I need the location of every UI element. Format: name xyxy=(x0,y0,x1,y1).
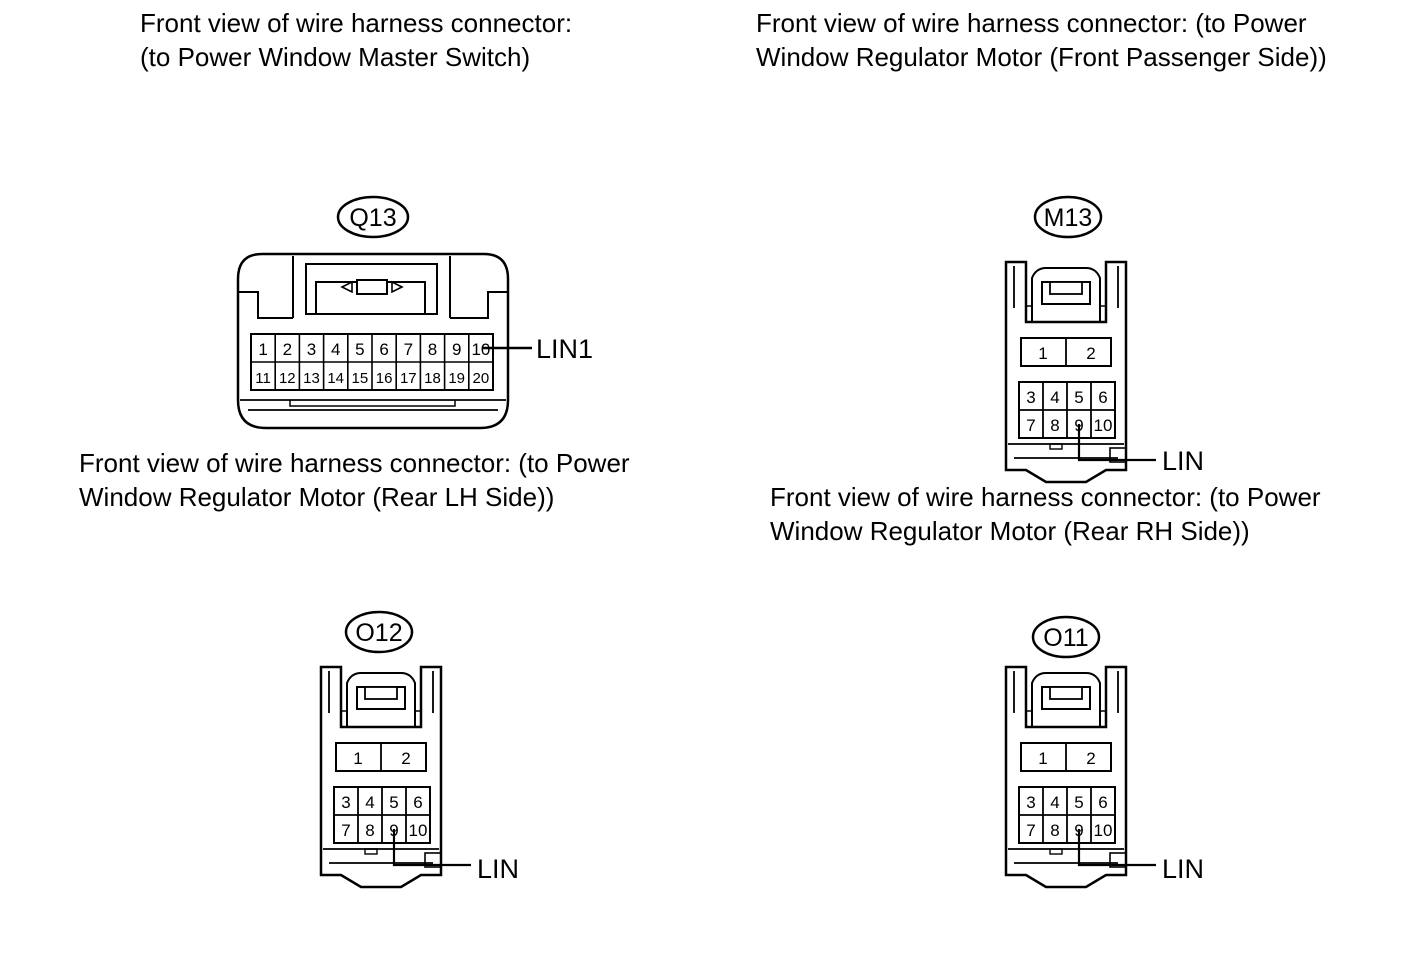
pin-label: 17 xyxy=(400,370,417,387)
pin-label: 5 xyxy=(355,340,364,359)
pin-label: 3 xyxy=(341,793,350,812)
terminal-label: LIN xyxy=(477,854,519,884)
pin-label: 8 xyxy=(1050,416,1059,435)
pin-label: 5 xyxy=(1074,793,1083,812)
terminal-label: LIN xyxy=(1162,854,1204,884)
pin-label: 8 xyxy=(365,821,374,840)
caption-o12: Front view of wire harness connector: (t… xyxy=(79,446,630,514)
pin-label: 2 xyxy=(283,340,292,359)
pin-label: 7 xyxy=(404,340,413,359)
pin-label: 6 xyxy=(413,793,422,812)
terminal-label: LIN1 xyxy=(536,334,593,364)
pin-label: 9 xyxy=(1074,821,1083,840)
pin-label: 9 xyxy=(1074,416,1083,435)
caption-line: Front view of wire harness connector: xyxy=(140,8,573,38)
pin-label: 8 xyxy=(1050,821,1059,840)
lock-tab xyxy=(356,279,388,295)
connector-code-oval xyxy=(344,610,414,654)
connector-m13: M13 1 2 3 4 5 6 7 8 9 10 LIN xyxy=(1004,195,1204,484)
pin-label: 3 xyxy=(307,340,316,359)
pin-label: 2 xyxy=(1086,344,1095,363)
connector-o12: O12 1 2 3 4 5 6 7 8 9 10 LIN xyxy=(319,610,519,889)
connector-code: Q13 xyxy=(349,204,396,232)
connector-code: O12 xyxy=(355,619,402,647)
caption-line: Window Regulator Motor (Front Passenger … xyxy=(756,42,1327,72)
pin-label: 5 xyxy=(1074,388,1083,407)
caption-q13: Front view of wire harness connector: (t… xyxy=(140,6,572,74)
connector-o11: O11 1 2 3 4 5 6 7 8 9 10 LIN xyxy=(1004,615,1204,889)
pin-label: 7 xyxy=(341,821,350,840)
pin-label: 4 xyxy=(331,340,340,359)
pin-label: 9 xyxy=(452,340,461,359)
caption-line: Front view of wire harness connector: (t… xyxy=(79,448,630,478)
connector-code-oval xyxy=(336,195,410,239)
pin-label: 15 xyxy=(352,370,369,387)
pin-labels: 1 2 3 4 5 6 7 8 9 10 11 12 13 14 15 16 1… xyxy=(255,340,490,387)
pin-label: 4 xyxy=(1050,793,1059,812)
pin-label: 8 xyxy=(428,340,437,359)
pin-label: 9 xyxy=(389,821,398,840)
connector-housing xyxy=(319,665,473,889)
pin-label: 1 xyxy=(1038,344,1047,363)
connector-housing xyxy=(236,252,510,430)
connector-code: M13 xyxy=(1044,204,1093,232)
pin-label: 10 xyxy=(1094,821,1113,840)
pin-label: 18 xyxy=(424,370,441,387)
pin-label: 1 xyxy=(1038,749,1047,768)
pin-label: 11 xyxy=(255,370,271,387)
connector-housing xyxy=(1004,665,1158,889)
connector-code: O11 xyxy=(1043,624,1088,652)
connector-code-oval xyxy=(1031,615,1101,659)
pin-label: 6 xyxy=(1098,793,1107,812)
pin-label: 2 xyxy=(1086,749,1095,768)
latch-frame xyxy=(305,263,438,315)
terminal-label: LIN xyxy=(1162,446,1204,476)
pin-label: 3 xyxy=(1026,793,1035,812)
pin-label: 10 xyxy=(1094,416,1113,435)
pin-label: 10 xyxy=(471,340,490,359)
caption-line: (to Power Window Master Switch) xyxy=(140,42,531,72)
pin-label: 7 xyxy=(1026,821,1035,840)
pin-label: 7 xyxy=(1026,416,1035,435)
pin-label: 2 xyxy=(401,749,410,768)
pin-label: 12 xyxy=(279,370,296,387)
caption-line: Front view of wire harness connector: (t… xyxy=(770,482,1321,512)
caption-line: Front view of wire harness connector: (t… xyxy=(756,8,1307,38)
connector-housing xyxy=(1004,260,1158,484)
caption-m13: Front view of wire harness connector: (t… xyxy=(756,6,1327,74)
pin-label: 4 xyxy=(365,793,374,812)
pin-label: 13 xyxy=(303,370,320,387)
connector-q13: Q13 1 2 3 4 5 6 7 8 9 10 11 12 13 xyxy=(236,195,593,430)
caption-line: Window Regulator Motor (Rear RH Side)) xyxy=(770,516,1250,546)
caption-line: Window Regulator Motor (Rear LH Side)) xyxy=(79,482,555,512)
pin-label: 6 xyxy=(1098,388,1107,407)
pin-label: 1 xyxy=(258,340,267,359)
pin-label: 20 xyxy=(473,370,490,387)
pin-label: 19 xyxy=(448,370,465,387)
pin-label: 10 xyxy=(409,821,428,840)
pin-label: 4 xyxy=(1050,388,1059,407)
connector-code-oval xyxy=(1033,195,1103,239)
pin-label: 1 xyxy=(353,749,362,768)
pin-label: 14 xyxy=(327,370,344,387)
caption-o11: Front view of wire harness connector: (t… xyxy=(770,480,1321,548)
pin-label: 3 xyxy=(1026,388,1035,407)
pin-label: 5 xyxy=(389,793,398,812)
pin-label: 6 xyxy=(379,340,388,359)
pin-label: 16 xyxy=(376,370,393,387)
